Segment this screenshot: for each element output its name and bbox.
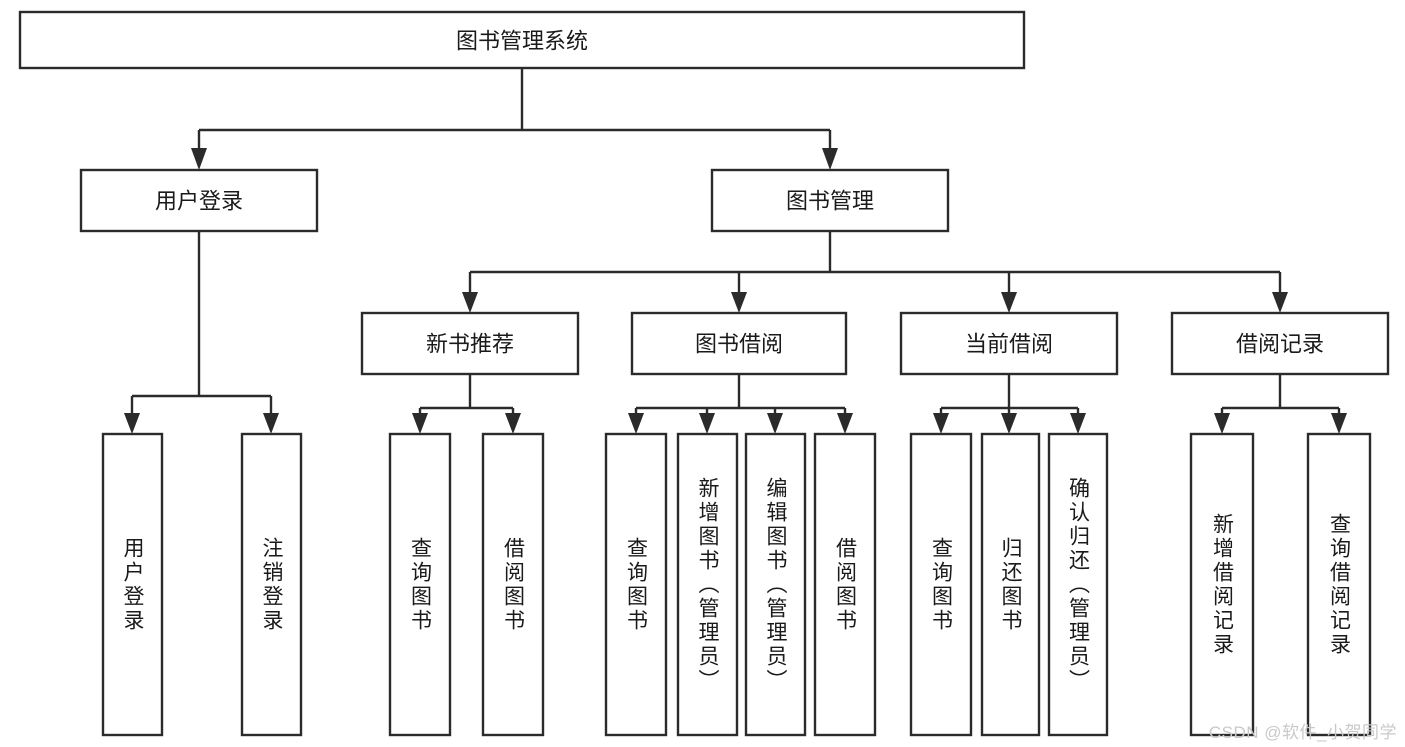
- arrow-head-borrow-record: [1272, 292, 1288, 313]
- arrow-head-current-borrow: [1001, 292, 1017, 313]
- arrow-head-leaf-user-login: [124, 413, 140, 434]
- arrow-head-leaf-query-record: [1331, 413, 1347, 434]
- node-root-system-label: 图书管理系统: [456, 29, 588, 54]
- arrow-head-leaf-query-book-3: [933, 413, 949, 434]
- connector-group-book-borrow: [628, 374, 853, 434]
- node-book-borrow-box[interactable]: [630, 311, 848, 376]
- node-book-manage-label: 图书管理: [786, 189, 874, 214]
- arrow-head-new-book-recommend: [462, 292, 478, 313]
- arrow-head-book-borrow: [731, 292, 747, 313]
- node-book-borrow[interactable]: 图书借阅: [630, 311, 848, 376]
- node-leaf-add-record-box[interactable]: [1189, 432, 1255, 737]
- node-book-borrow-label: 图书借阅: [695, 332, 783, 357]
- connector-group-new-book-recommend: [412, 374, 521, 434]
- node-leaf-query-book-3-box[interactable]: [909, 432, 973, 737]
- node-book-manage-box[interactable]: [710, 168, 950, 233]
- node-leaf-borrow-book-2-box[interactable]: [813, 432, 877, 737]
- arrow-head-leaf-query-book-1: [412, 413, 428, 434]
- node-borrow-record-box[interactable]: [1170, 311, 1390, 376]
- arrow-head-leaf-user-logout: [263, 413, 279, 434]
- node-current-borrow-label: 当前借阅: [965, 332, 1053, 357]
- node-leaf-user-logout-box[interactable]: [240, 432, 303, 737]
- connector-group-current-borrow: [933, 374, 1086, 434]
- node-leaf-query-book-2-box[interactable]: [604, 432, 668, 737]
- node-user-login-label: 用户登录: [155, 189, 243, 214]
- node-borrow-record-label: 借阅记录: [1236, 332, 1324, 357]
- node-leaf-edit-book-box[interactable]: [744, 432, 807, 737]
- connector-group-root: [191, 68, 838, 170]
- node-root-system[interactable]: 图书管理系统: [18, 10, 1026, 70]
- arrow-head-leaf-borrow-book-2: [837, 413, 853, 434]
- arrow-head-leaf-confirm-return: [1070, 413, 1086, 434]
- node-root-system-box[interactable]: [18, 10, 1026, 70]
- arrow-head-leaf-add-record: [1214, 413, 1230, 434]
- arrow-head-leaf-query-book-2: [628, 413, 644, 434]
- node-new-book-recommend[interactable]: 新书推荐: [360, 311, 580, 376]
- connector-group-borrow-record: [1214, 374, 1347, 434]
- arrow-head-leaf-return-book: [1001, 413, 1017, 434]
- node-borrow-record[interactable]: 借阅记录: [1170, 311, 1390, 376]
- node-user-login-box[interactable]: [79, 168, 319, 233]
- node-leaf-confirm-return-box[interactable]: [1047, 432, 1109, 737]
- csdn-watermark: CSDN @软件_小贺同学: [1208, 723, 1397, 742]
- node-leaf-borrow-book-1-box[interactable]: [481, 432, 545, 737]
- connector-group-user-login: [124, 231, 279, 434]
- arrow-head-leaf-add-book: [699, 413, 715, 434]
- node-new-book-recommend-box[interactable]: [360, 311, 580, 376]
- node-leaf-user-login-box[interactable]: [101, 432, 164, 737]
- connector-group-book-manage: [462, 231, 1288, 313]
- node-user-login[interactable]: 用户登录: [79, 168, 319, 233]
- node-current-borrow[interactable]: 当前借阅: [899, 311, 1119, 376]
- node-leaf-query-book-1-box[interactable]: [388, 432, 452, 737]
- node-book-manage[interactable]: 图书管理: [710, 168, 950, 233]
- node-leaf-query-record-box[interactable]: [1306, 432, 1372, 737]
- arrow-head-user-login: [191, 148, 207, 170]
- arrow-head-leaf-borrow-book-1: [505, 413, 521, 434]
- node-leaf-return-book-box[interactable]: [980, 432, 1041, 737]
- node-new-book-recommend-label: 新书推荐: [426, 332, 514, 357]
- node-leaf-add-book-box[interactable]: [676, 432, 739, 737]
- arrow-head-book-manage: [822, 148, 838, 170]
- node-current-borrow-box[interactable]: [899, 311, 1119, 376]
- arrow-head-leaf-edit-book: [767, 413, 783, 434]
